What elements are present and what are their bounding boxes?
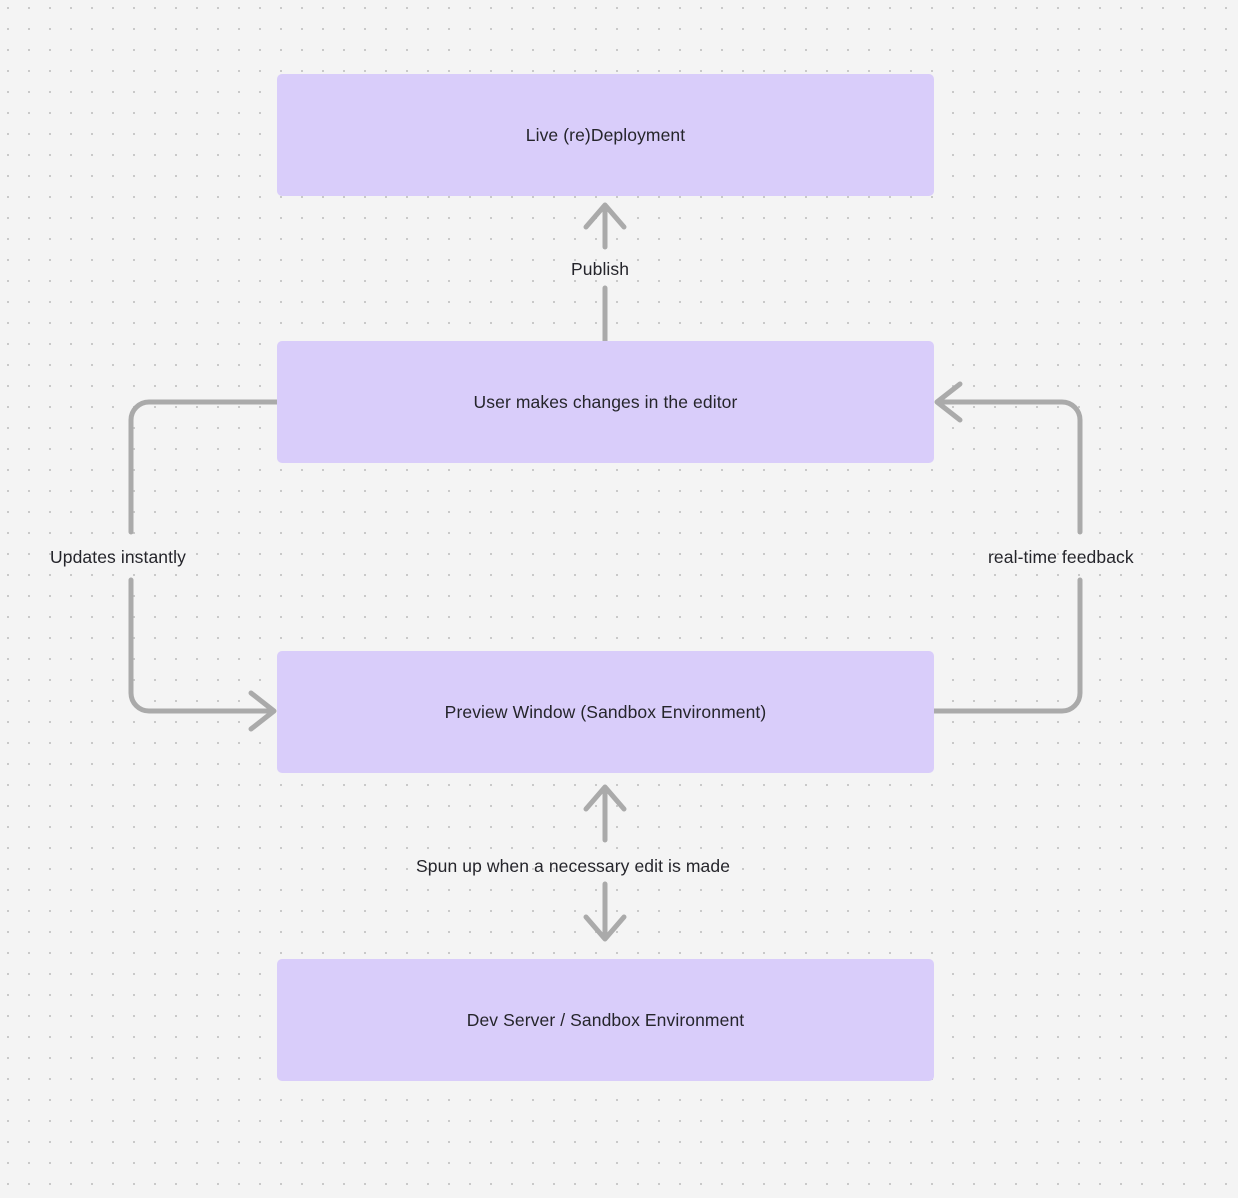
arrowhead-updates-right [248, 690, 277, 732]
edge-label-updates-instantly: Updates instantly [50, 547, 186, 567]
node-dev-server-sandbox-environment-label: Dev Server / Sandbox Environment [466, 1009, 745, 1030]
arrowhead-spun-up-bottom [583, 914, 627, 942]
node-user-makes-changes-in-the-editor-label: User makes changes in the editor [473, 391, 738, 412]
edge-label-real-time-feedback: real-time feedback [988, 547, 1134, 567]
node-user-makes-changes-in-the-editor[interactable]: User makes changes in the editor [277, 341, 934, 463]
arrowhead-spun-up-top [583, 784, 627, 812]
node-preview-window-sandbox-environment-label: Preview Window (Sandbox Environment) [444, 701, 767, 722]
node-dev-server-sandbox-environment[interactable]: Dev Server / Sandbox Environment [277, 959, 934, 1081]
arrowhead-publish-up [583, 202, 627, 230]
edge-label-spun-up-when-a-necessary-edit-is-made: Spun up when a necessary edit is made [416, 856, 731, 876]
arrowhead-realtime-left [934, 381, 963, 423]
node-live-redeployment-label: Live (re)Deployment [525, 124, 686, 145]
node-live-redeployment[interactable]: Live (re)Deployment [277, 74, 934, 196]
node-preview-window-sandbox-environment[interactable]: Preview Window (Sandbox Environment) [277, 651, 934, 773]
edge-label-publish: Publish [571, 259, 630, 279]
